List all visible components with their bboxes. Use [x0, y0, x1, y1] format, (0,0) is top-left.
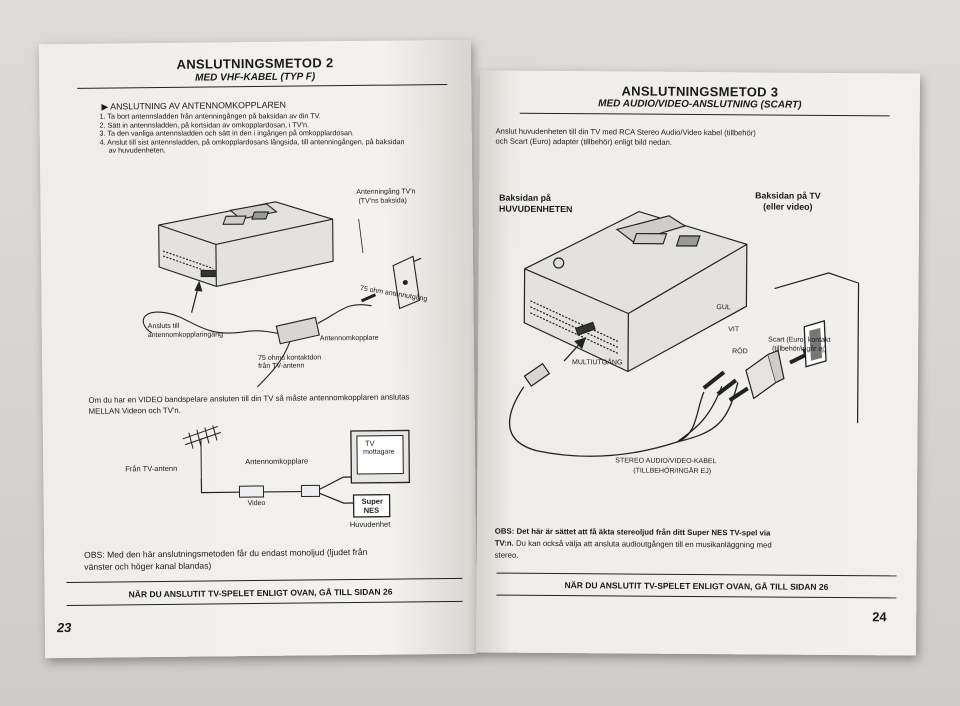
footer-rule-top — [496, 572, 897, 577]
label-tillbehor-2: (TILLBEHÖR/INGÅR EJ) — [633, 467, 712, 476]
aerial-cable — [200, 478, 240, 494]
av-cable-4 — [677, 382, 739, 443]
arrow-head — [194, 280, 203, 292]
page-24: ANSLUTNINGSMETOD 3 MED AUDIO/VIDEO-ANSLU… — [475, 70, 921, 656]
title-rule — [519, 112, 890, 117]
obs-line-2: TV:n. Du kan också välja att ansluta aud… — [495, 539, 772, 551]
footer-text: NÄR DU ANSLUTIT TV-SPELET ENLIGT OVAN, G… — [564, 580, 829, 592]
label-stereo-cable: STEREO AUDIO/VIDEO-KABEL — [615, 457, 717, 466]
label-video: Video — [247, 499, 266, 508]
console-illustration — [158, 201, 334, 288]
label-antennomkopplare: Antennomkopplare — [319, 334, 379, 343]
console-illustration — [523, 210, 748, 373]
title-rule — [77, 84, 448, 89]
label-rod: RÖD — [732, 348, 748, 356]
switch-cable — [317, 304, 372, 324]
av-cable-2 — [677, 391, 705, 443]
av-cable-3 — [677, 385, 723, 443]
tv-screen — [356, 434, 404, 475]
label-scart: Scart (Euro) kontakt — [768, 336, 831, 344]
label-mottagare: mottagare — [363, 448, 395, 456]
scart-connection-diagram — [508, 210, 860, 457]
leader-line — [358, 218, 364, 253]
antenna-connection-diagram — [142, 201, 422, 388]
obs-line-3: stereo. — [494, 550, 519, 560]
page-23: ANSLUTNINGSMETOD 2 MED VHF-KABEL (TYP F)… — [38, 39, 478, 659]
obs-line-1: OBS: Det här är sättet att få äkta stere… — [494, 526, 771, 538]
rca-plug-gul — [702, 370, 726, 390]
video-note-line-1: Om du har en VIDEO bandspelare ansluten … — [88, 392, 410, 405]
socket-hole — [402, 279, 408, 285]
label-antennomkopplaringang: antennomkopplaringång — [147, 331, 224, 340]
nes-cable — [319, 492, 354, 504]
label-antennomkopplare-2: Antennomkopplare — [245, 456, 309, 467]
step-4-cont: av huvudenheten. — [108, 145, 166, 156]
footer-rule-bottom — [496, 594, 897, 599]
obs-line-2: vänster och höger kanal blandas) — [84, 560, 212, 572]
label-fran-tv-antenn-1: från TV-antenn — [258, 362, 305, 370]
switch-box — [275, 316, 320, 345]
page-number: 23 — [56, 619, 72, 636]
plug — [360, 293, 377, 303]
label-huvudenhet: Huvudenhet — [349, 519, 391, 530]
antenna-cable — [142, 311, 291, 335]
footer-rule-bottom — [66, 600, 463, 607]
label-ansluts: Ansluts till — [147, 322, 180, 331]
footer-text: NÄR DU ANSLUTIT TV-SPELET ENLIGT OVAN, G… — [128, 586, 393, 600]
super-nes-box — [352, 493, 391, 518]
footer-rule-top — [66, 577, 463, 584]
label-fran-tv-antenn-2: Från TV-antenn — [125, 463, 178, 474]
label-gul: GUL — [716, 304, 731, 312]
video-note-line-2: MELLAN Videon och TV'n. — [88, 405, 181, 416]
label-tv-baksida: (TV'ns baksida) — [358, 197, 407, 205]
intro-line-2: och Scart (Euro) adapter (tillbehör) enl… — [495, 136, 673, 147]
av-cable — [508, 386, 678, 457]
instruction-steps: 1. Ta bort antennsladden från antenningå… — [100, 111, 405, 156]
page-number: 24 — [872, 609, 887, 625]
switch-icon — [300, 484, 321, 498]
label-tv: TV — [364, 438, 375, 448]
input-cable — [257, 341, 291, 388]
scart-socket-pins — [809, 327, 823, 361]
label-baksidan-tv: Baksidan på TV — [755, 190, 821, 201]
rca-plug-vit — [716, 378, 738, 396]
video-connection-diagram — [182, 425, 411, 518]
label-tillbehor: (tillbehör/ingår ej) — [772, 345, 827, 353]
obs-line-2-bold: TV:n. — [494, 538, 514, 548]
arrow-to-tv — [789, 352, 807, 365]
tv-back-outline — [774, 272, 860, 424]
arrow-head — [574, 337, 587, 350]
obs-line-1: OBS: Med den här anslutningsmetoden får … — [84, 546, 368, 560]
video-recorder-icon — [238, 485, 265, 498]
obs-line-2-rest: Du kan också välja att ansluta audioutgå… — [513, 538, 772, 550]
label-vit: VIT — [728, 326, 740, 334]
label-multiutgang: MULTIUTGÅNG — [571, 359, 623, 367]
section-heading: ▶ ANSLUTNING AV ANTENNOMKOPPLAREN — [101, 99, 287, 112]
rca-plug-rod — [728, 386, 749, 402]
tv-aerial-icon — [182, 425, 222, 479]
label-nes: NES — [363, 505, 380, 515]
tv-cable — [319, 476, 354, 490]
multiout-plug — [523, 362, 551, 387]
scart-adapter-side — [767, 349, 785, 384]
label-super: Super — [361, 496, 383, 506]
page-subtitle: MED AUDIO/VIDEO-ANSLUTNING (SCART) — [598, 98, 802, 111]
label-antenningang: Antenningång TV'n — [356, 188, 416, 196]
